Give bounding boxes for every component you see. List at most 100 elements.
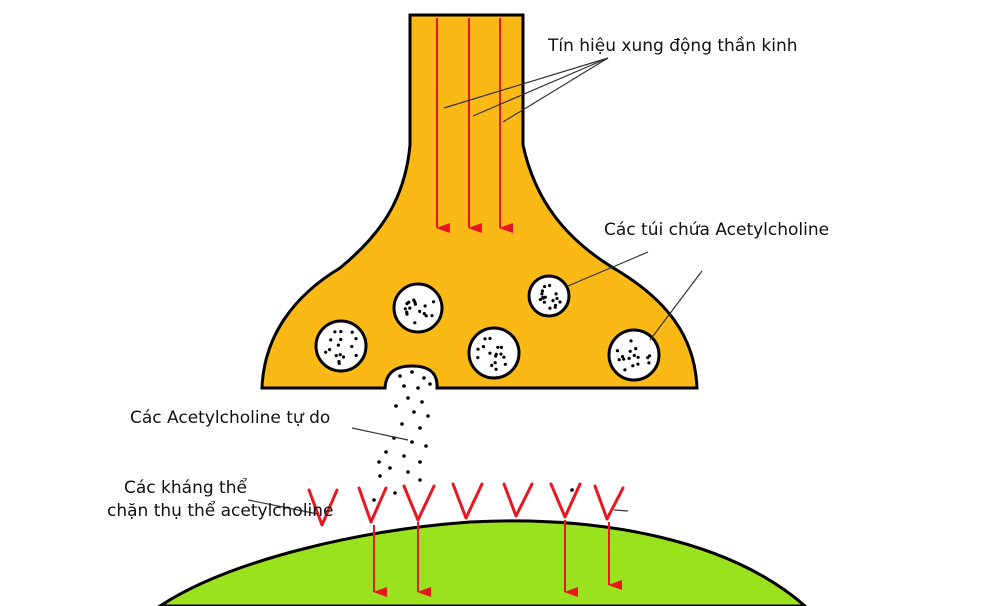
acetylcholine-dot <box>494 367 498 371</box>
acetylcholine-dot <box>424 314 428 318</box>
label-antibodies-line1: Các kháng thể <box>124 478 247 498</box>
acetylcholine-dot <box>334 354 338 358</box>
acetylcholine-dot <box>418 309 422 313</box>
free-acetylcholine-dot <box>394 404 398 408</box>
acetylcholine-dot <box>333 330 337 334</box>
acetylcholine-dot <box>631 364 635 368</box>
acetylcholine-dot <box>540 289 545 293</box>
acetylcholine-dot <box>476 356 480 360</box>
acetylcholine-dots-in-vesicles <box>324 283 652 372</box>
free-acetylcholine-dot <box>418 460 422 464</box>
antibody <box>451 482 484 520</box>
free-acetylcholine-dot <box>410 440 414 444</box>
acetylcholine-dot <box>337 361 341 366</box>
free-acetylcholine-dot <box>570 488 574 492</box>
free-acetylcholine-dot <box>418 478 422 482</box>
free-acetylcholine-dot <box>420 400 424 404</box>
acetylcholine-dot <box>646 356 650 360</box>
free-acetylcholine-dot <box>372 498 376 502</box>
free-acetylcholine-dot <box>406 470 410 474</box>
acetylcholine-dot <box>339 337 343 342</box>
leader-lines <box>247 57 703 515</box>
leader-line-antibody <box>247 499 319 515</box>
acetylcholine-dot <box>328 348 332 352</box>
axon-terminal <box>260 13 699 390</box>
vesicle <box>527 274 571 318</box>
acetylcholine-dot <box>543 284 547 289</box>
vesicle <box>392 282 444 334</box>
free-acetylcholine-dot <box>428 382 432 386</box>
free-acetylcholine-dot <box>406 396 410 400</box>
leader-line-vesicle <box>567 251 649 287</box>
acetylcholine-dot <box>338 353 342 357</box>
acetylcholine-dot <box>620 355 625 359</box>
acetylcholine-dot <box>551 299 555 303</box>
acetylcholine-dot <box>481 345 486 349</box>
free-acetylcholine-dot <box>418 426 422 430</box>
free-acetylcholine-dot <box>416 386 420 390</box>
acetylcholine-dot <box>622 357 626 361</box>
acetylcholine-dot <box>476 347 480 351</box>
acetylcholine-dot <box>548 283 552 288</box>
acetylcholine-dot <box>412 298 416 302</box>
postsynaptic-membrane <box>157 519 808 606</box>
antibody <box>502 482 534 518</box>
free-acetylcholine-dot <box>426 414 430 418</box>
leader-line-signal <box>472 57 609 117</box>
acetylcholine-dot <box>422 312 426 316</box>
acetylcholine-dot <box>488 336 492 341</box>
free-acetylcholine-dot <box>402 454 406 458</box>
label-nerve-signal: Tín hiệu xung động thần kinh <box>548 36 798 56</box>
acetylcholine-dot <box>499 345 503 349</box>
acetylcholine-dot <box>496 345 500 349</box>
acetylcholine-dot <box>615 349 620 353</box>
free-acetylcholine-dot <box>388 466 392 470</box>
acetylcholine-dot <box>324 350 328 354</box>
free-acetylcholine-dot <box>412 410 416 414</box>
acetylcholine-dot <box>540 292 544 296</box>
acetylcholine-dot <box>629 339 633 343</box>
acetylcholine-dot <box>553 303 558 307</box>
free-acetylcholine-dot <box>422 376 426 380</box>
acetylcholine-dot <box>623 368 627 372</box>
acetylcholine-dot <box>493 361 497 365</box>
acetylcholine-dot <box>627 356 631 360</box>
acetylcholine-dot <box>483 337 487 341</box>
acetylcholine-dot <box>636 355 640 359</box>
acetylcholine-dot <box>542 300 547 304</box>
acetylcholine-dot <box>405 312 409 316</box>
label-antibodies-line2: chặn thụ thể acetylcholine <box>107 501 334 521</box>
free-acetylcholine-dot <box>410 370 414 374</box>
antibody <box>307 488 339 527</box>
acetylcholine-dot <box>538 297 543 302</box>
acetylcholine-dot <box>488 351 492 355</box>
acetylcholine-dot <box>543 295 547 299</box>
postsynaptic-arrows <box>373 520 622 597</box>
acetylcholine-dot <box>499 352 503 356</box>
acetylcholine-dot <box>341 355 346 359</box>
acetylcholine-dot <box>490 363 494 367</box>
antibody <box>593 484 625 521</box>
acetylcholine-dot <box>403 307 407 311</box>
free-acetylcholine-dot <box>400 422 404 426</box>
acetylcholine-dot <box>494 352 498 356</box>
vesicle <box>314 319 368 373</box>
antibody <box>549 482 582 519</box>
label-free-acetylcholine: Các Acetylcholine tự do <box>130 408 331 428</box>
leader-line-vesicle <box>649 270 703 341</box>
nerve-signal-arrows <box>436 18 513 233</box>
acetylcholine-dot <box>329 338 333 342</box>
acetylcholine-dot <box>636 362 640 366</box>
antibody <box>357 486 388 524</box>
acetylcholine-dot <box>647 361 651 365</box>
free-acetylcholine-dot <box>393 491 397 495</box>
leader-line-signal <box>443 57 609 109</box>
antibody <box>402 484 436 522</box>
free-acetylcholine-dot <box>378 474 382 478</box>
acetylcholine-dot <box>634 347 638 351</box>
free-acetylcholine-dot <box>398 374 402 378</box>
acetylcholine-dot <box>350 330 354 334</box>
acetylcholine-dot <box>632 353 636 358</box>
acetylcholine-dot <box>541 295 545 299</box>
